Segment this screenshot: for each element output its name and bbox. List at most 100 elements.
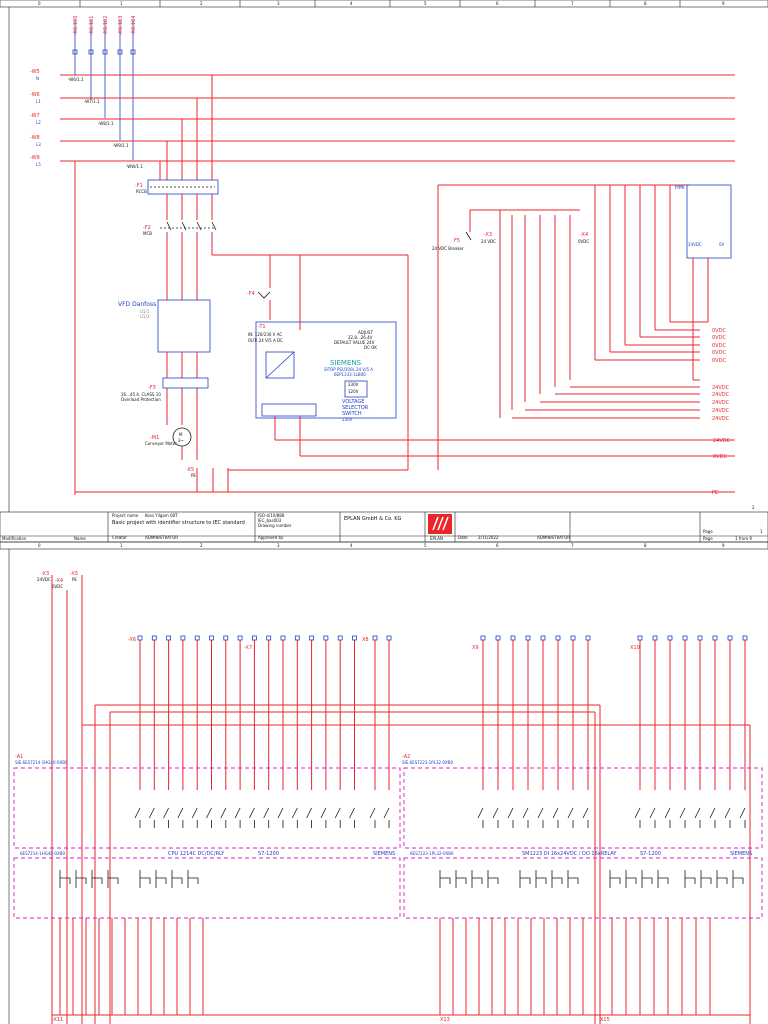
plc-output-wires xyxy=(59,918,711,1015)
output-0v: 0VDC xyxy=(712,328,726,334)
terminal-point xyxy=(209,635,214,641)
input-contact xyxy=(277,807,284,828)
bus-label: -W9 xyxy=(30,155,40,161)
terminal-point xyxy=(372,635,378,641)
selector-label: SWITCH xyxy=(342,411,362,417)
project-description: Basic project with identifier structure … xyxy=(112,520,245,526)
terminal-tag: -X3 xyxy=(484,232,492,238)
hmi-pin: 24VDC xyxy=(688,242,702,247)
input-contact xyxy=(234,807,241,828)
module-cpu: CPU 1214C DC/DC/RLY xyxy=(168,851,225,857)
terminal-point xyxy=(223,635,229,641)
terminal-groups-top: -X6 -X7 X8 X9 X10 xyxy=(128,637,640,651)
col-label: 0 xyxy=(38,543,41,548)
group-tag: -X6 xyxy=(128,637,136,643)
input-contact xyxy=(679,807,686,828)
input-contact xyxy=(334,807,341,828)
input-contact xyxy=(177,807,184,828)
relay-contact xyxy=(641,870,653,888)
module-order: SIE.6ES7223-1PL32-0XB0 xyxy=(402,760,454,765)
psu-order: 6EP1333-1LB00 xyxy=(334,372,366,377)
breaker-f5: F5 24 VDC Breaker xyxy=(432,231,472,251)
terminal-label: -X6:100 xyxy=(73,16,79,35)
input-contact xyxy=(507,807,514,828)
bus-label: -W8 xyxy=(30,135,40,141)
terminal-point xyxy=(151,635,157,641)
module-desc: SM1223 DI 16x24VDC / DO 16xRELAY xyxy=(522,851,617,857)
terminal-label: -X6:103 xyxy=(118,16,124,35)
col-label: 0 xyxy=(38,1,41,6)
output-24v: 24VDC xyxy=(712,400,730,406)
input-contact xyxy=(649,807,656,828)
input-contact xyxy=(263,807,270,828)
bus-ref: -W9/1.1 xyxy=(113,143,129,148)
terminal-point xyxy=(510,635,516,641)
terminal-point xyxy=(525,635,531,641)
terminal-point xyxy=(540,635,546,641)
output-0v: 0VDC xyxy=(712,358,726,364)
terminal-point xyxy=(495,635,501,641)
output-0v: 0VDC xyxy=(712,343,726,349)
col-label: 2 xyxy=(200,1,203,6)
input-contact xyxy=(220,807,227,828)
module-family: S7-1200 xyxy=(640,851,661,857)
terminal-point xyxy=(555,635,561,641)
page-label: Page xyxy=(703,529,713,534)
plc-contacts xyxy=(134,807,746,828)
vfd-danfoss: VFD Danfoss U1/1 U1/2 xyxy=(118,299,211,353)
bus-sub: N xyxy=(36,76,39,81)
group-tag: X13 xyxy=(440,1017,450,1023)
plc-a1: -A1 SIE.6ES7214-1HG40-0XB0 6ES7214-1HG40… xyxy=(13,754,401,919)
name-label: Name xyxy=(74,536,86,541)
terminal-point xyxy=(352,635,357,641)
selector-value: 230V xyxy=(348,382,359,387)
relay-contact xyxy=(716,870,728,888)
power-buses: -W5 N -W6 L1 -W7 L2 -W8 L3 -W9 L5 -W6/1.… xyxy=(30,69,735,169)
selector-default: 230V xyxy=(342,417,353,422)
relay-contact xyxy=(732,870,744,888)
terminal-point xyxy=(637,635,643,641)
hmi-panel: HMI 24VDC 0V xyxy=(675,184,732,259)
input-contact xyxy=(383,807,390,828)
psu-default: DEFAULT VALUE 24V xyxy=(334,340,375,345)
terminal-sub: 24VDC xyxy=(37,577,51,582)
col-label: 8 xyxy=(644,1,647,6)
input-contact xyxy=(148,807,155,828)
terminal-point xyxy=(323,635,329,641)
module-family: S7-1200 xyxy=(258,851,279,857)
selector-value: 120V xyxy=(348,389,359,394)
module-tag: -A2 xyxy=(402,754,410,760)
column-ruler-bottom: 0 1 2 3 4 5 6 7 8 9 xyxy=(0,541,768,550)
relay-contact xyxy=(471,870,483,888)
terminal-tag: -X5 xyxy=(186,467,194,473)
input-contact xyxy=(477,807,484,828)
col-label: 9 xyxy=(722,1,725,6)
device-desc: RCCB xyxy=(136,189,147,194)
output-pe: PE xyxy=(712,490,718,496)
relay-contact xyxy=(684,870,696,888)
relay-contact xyxy=(455,870,467,888)
col-label: 2 xyxy=(200,543,203,548)
terminal-desc: 0VDC xyxy=(578,239,589,244)
terminal-point xyxy=(309,635,315,641)
col-label: 5 xyxy=(424,543,427,548)
relay-contact xyxy=(625,870,637,888)
output-0v: 0VDC xyxy=(712,335,726,341)
page-number: 2 xyxy=(752,505,755,510)
modification-label: Modification xyxy=(2,536,27,541)
transformer-t1: -T1 IN: 120/230 V AC OUT: 24 V/5 A DC xyxy=(248,324,283,343)
device-tag: -F4 xyxy=(247,291,255,297)
motor-m1: M 3~ -M1 Conveyor Motor xyxy=(145,425,198,460)
col-label: 4 xyxy=(350,543,353,548)
eplan-brand: EPLAN xyxy=(430,536,443,541)
switch-f4: -F4 xyxy=(247,255,271,320)
terminal-x4: -X4 0VDC xyxy=(578,232,589,244)
output-24v: 24VDC xyxy=(712,408,730,414)
device-desc: 26...45 A, CLASS 10 xyxy=(121,392,161,397)
terminal-point xyxy=(667,635,673,641)
pages-label: Page xyxy=(703,536,713,541)
input-contact xyxy=(634,807,641,828)
device-desc: MCB xyxy=(143,231,152,236)
drawing-label: Drawing number xyxy=(258,523,292,528)
